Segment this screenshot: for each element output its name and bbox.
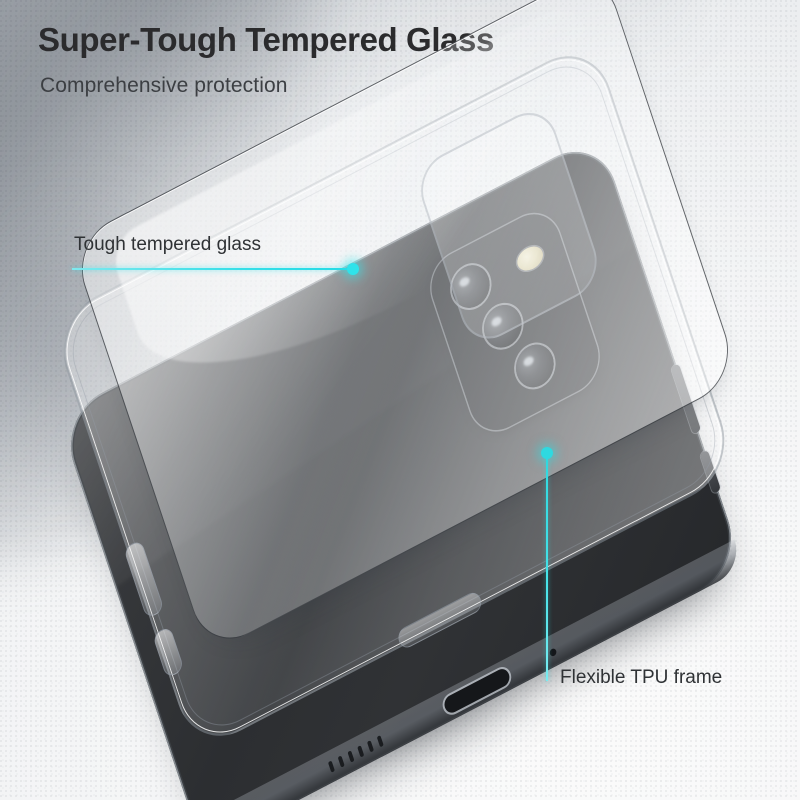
page-subtitle: Comprehensive protection (40, 74, 288, 97)
page-title: Super-Tough Tempered Glass (38, 21, 494, 58)
callout-endpoint-dot-tpu (541, 447, 553, 459)
callout-label-tough-tempered-glass: Tough tempered glass (74, 234, 261, 255)
callout-leader-line-tpu (546, 455, 548, 681)
callout-label-flexible-tpu-frame: Flexible TPU frame (560, 667, 723, 688)
callout-leader-line-glass (72, 268, 354, 270)
callout-endpoint-dot-glass (347, 263, 359, 275)
